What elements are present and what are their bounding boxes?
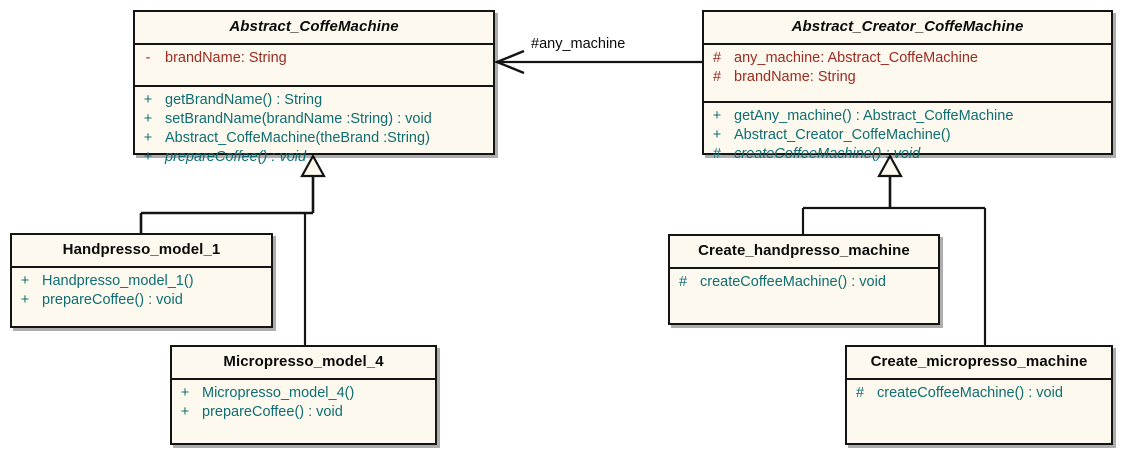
- class-name-create-micropresso-machine: Create_micropresso_machine: [870, 353, 1088, 370]
- association-any-machine: [493, 49, 702, 75]
- visibility-marker: +: [20, 291, 30, 308]
- class-box-micropresso-model-4[interactable]: Micropresso_model_4 + Micropresso_model_…: [170, 345, 437, 445]
- visibility-marker: +: [20, 272, 30, 289]
- operation-label: Handpresso_model_1(): [42, 272, 194, 289]
- operation-row: + Micropresso_model_4(): [172, 384, 435, 403]
- operation-row: + getAny_machine() : Abstract_CoffeMachi…: [704, 107, 1111, 126]
- visibility-marker: -: [145, 49, 151, 66]
- attributes-compartment-abstract-creator-coffemachine: # any_machine: Abstract_CoffeMachine # b…: [704, 42, 1111, 101]
- attribute-label: brandName: String: [165, 49, 287, 66]
- operation-row: + setBrandName(brandName :String) : void: [135, 110, 493, 129]
- operation-label: prepareCoffee() : void: [42, 291, 183, 308]
- operation-row: + Abstract_Creator_CoffeMachine(): [704, 126, 1111, 145]
- attribute-row: # brandName: String: [704, 68, 1111, 87]
- association-label-any-machine: #any_machine: [531, 36, 626, 52]
- operations-compartment-micropresso-model-4: + Micropresso_model_4() + prepareCoffee(…: [172, 377, 435, 426]
- visibility-marker: +: [712, 107, 722, 124]
- attributes-compartment-abstract-coffemachine: - brandName: String: [135, 42, 493, 85]
- class-box-abstract-creator-coffemachine[interactable]: Abstract_Creator_CoffeMachine # any_mach…: [702, 10, 1113, 162]
- class-name-abstract-coffemachine: Abstract_CoffeMachine: [229, 18, 399, 35]
- attribute-row: - brandName: String: [135, 49, 493, 68]
- class-box-create-handpresso-machine[interactable]: Create_handpresso_machine # createCoffee…: [668, 234, 940, 325]
- operation-label: prepareCoffee() : void: [202, 403, 343, 420]
- operations-compartment-create-micropresso-machine: # createCoffeeMachine() : void: [847, 377, 1111, 407]
- attribute-label: brandName: String: [734, 68, 856, 85]
- class-name-handpresso-model-1: Handpresso_model_1: [62, 241, 221, 258]
- operation-label: getBrandName() : String: [165, 91, 323, 108]
- operation-row: # createCoffeeMachine() : void: [670, 273, 938, 292]
- operation-row: # createCoffeeMachine() : void: [704, 145, 1111, 164]
- operation-row: + Abstract_CoffeMachine(theBrand :String…: [135, 129, 493, 148]
- visibility-marker: +: [143, 148, 153, 165]
- operations-compartment-abstract-creator-coffemachine: + getAny_machine() : Abstract_CoffeMachi…: [704, 100, 1111, 168]
- operation-label: createCoffeeMachine() : void: [734, 145, 921, 162]
- operations-compartment-handpresso-model-1: + Handpresso_model_1() + prepareCoffee()…: [12, 265, 271, 314]
- operation-row: + prepareCoffee() : void: [12, 291, 271, 310]
- visibility-marker: +: [143, 110, 153, 127]
- visibility-marker: +: [143, 129, 153, 146]
- operation-label: Micropresso_model_4(): [202, 384, 355, 401]
- operation-label: createCoffeeMachine() : void: [700, 273, 886, 290]
- operation-label: Abstract_Creator_CoffeMachine(): [734, 126, 951, 143]
- class-box-abstract-coffemachine[interactable]: Abstract_CoffeMachine - brandName: Strin…: [133, 10, 495, 165]
- operation-label: setBrandName(brandName :String) : void: [165, 110, 432, 127]
- operation-label: prepareCoffee() : void: [165, 148, 307, 165]
- visibility-marker: #: [712, 68, 722, 85]
- attribute-row: # any_machine: Abstract_CoffeMachine: [704, 49, 1111, 68]
- class-name-create-handpresso-machine: Create_handpresso_machine: [698, 242, 910, 259]
- operation-label: createCoffeeMachine() : void: [877, 384, 1063, 401]
- operations-compartment-create-handpresso-machine: # createCoffeeMachine() : void: [670, 266, 938, 296]
- operation-row: + prepareCoffee() : void: [172, 403, 435, 422]
- visibility-marker: #: [712, 145, 722, 162]
- class-box-create-micropresso-machine[interactable]: Create_micropresso_machine # createCoffe…: [845, 345, 1113, 445]
- visibility-marker: #: [712, 49, 722, 66]
- operation-row: + Handpresso_model_1(): [12, 272, 271, 291]
- visibility-marker: #: [855, 384, 865, 401]
- operation-row: + prepareCoffee() : void: [135, 148, 493, 167]
- operation-label: getAny_machine() : Abstract_CoffeMachine: [734, 107, 1014, 124]
- visibility-marker: +: [180, 384, 190, 401]
- operation-label: Abstract_CoffeMachine(theBrand :String): [165, 129, 430, 146]
- visibility-marker: +: [180, 403, 190, 420]
- operation-row: + getBrandName() : String: [135, 91, 493, 110]
- class-name-abstract-creator-coffemachine: Abstract_Creator_CoffeMachine: [791, 18, 1024, 35]
- class-name-micropresso-model-4: Micropresso_model_4: [223, 353, 384, 370]
- operation-row: # createCoffeeMachine() : void: [847, 384, 1111, 403]
- visibility-marker: #: [678, 273, 688, 290]
- visibility-marker: +: [712, 126, 722, 143]
- operations-compartment-abstract-coffemachine: + getBrandName() : String + setBrandName…: [135, 84, 493, 171]
- class-box-handpresso-model-1[interactable]: Handpresso_model_1 + Handpresso_model_1(…: [10, 233, 273, 328]
- attribute-label: any_machine: Abstract_CoffeMachine: [734, 49, 978, 66]
- visibility-marker: +: [143, 91, 153, 108]
